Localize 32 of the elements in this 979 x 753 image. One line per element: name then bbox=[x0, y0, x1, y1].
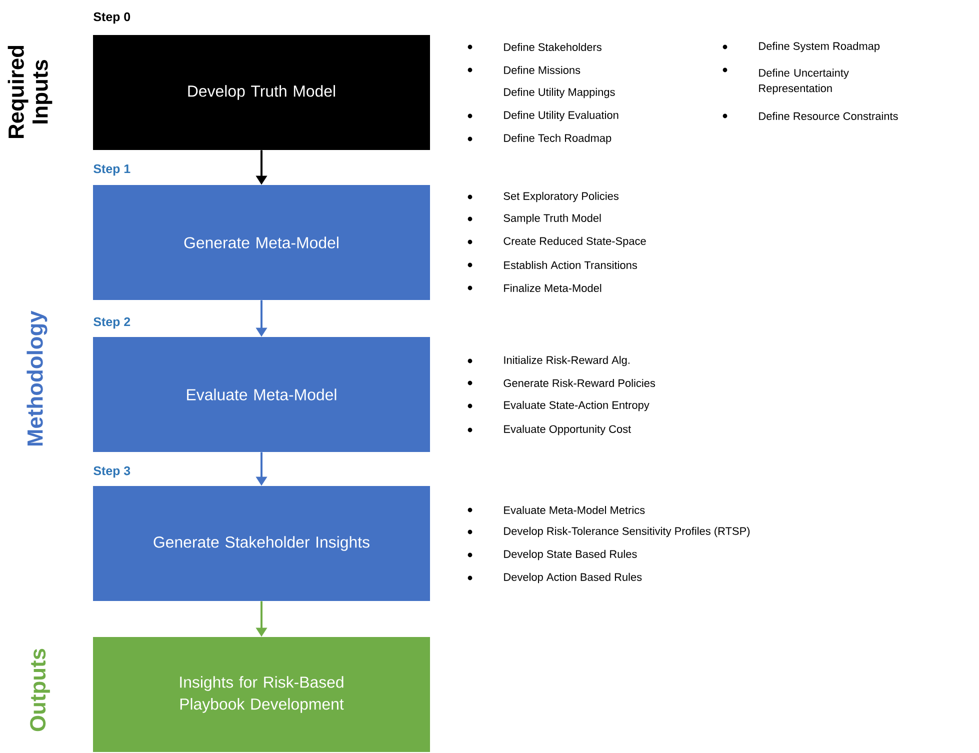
process-box: Develop Truth Model bbox=[93, 35, 430, 150]
process-box: Generate Meta-Model bbox=[93, 185, 430, 300]
list-item: Define Utility Mappings bbox=[504, 88, 615, 98]
bullet-item: Evaluate State-Action Entropy bbox=[468, 400, 650, 412]
bullet-item: Establish Action Transitions bbox=[468, 260, 637, 270]
bullet-item: Evaluate Meta-Model Metrics bbox=[468, 506, 645, 514]
bullet-item: Develop Action Based Rules bbox=[468, 572, 642, 584]
process-box: Evaluate Meta-Model bbox=[93, 337, 430, 452]
bullet-item: Sample Truth Model bbox=[468, 214, 601, 224]
process-box: Insights for Risk-Based Playbook Development bbox=[93, 637, 430, 752]
bullet-item: Finalize Meta-Model bbox=[468, 284, 602, 292]
step-label: Step 3 bbox=[94, 466, 130, 478]
bullet-item: Generate Risk-Reward Policies bbox=[468, 378, 656, 388]
step-label: Step 2 bbox=[94, 317, 130, 329]
bullet-item: Define Stakeholders bbox=[468, 42, 602, 52]
step-label: Step 1 bbox=[94, 164, 130, 176]
bullet-item: Define Missions bbox=[468, 66, 580, 74]
bullet-item: Define Resource Constraints bbox=[722, 112, 898, 120]
bullet-item: Set Exploratory Policies bbox=[468, 192, 618, 202]
section-label: Methodology bbox=[26, 310, 48, 446]
bullet-item: Define Tech Roadmap bbox=[468, 134, 612, 144]
bullet-item: Develop State Based Rules bbox=[468, 550, 637, 560]
section-label: Outputs bbox=[30, 648, 50, 732]
section-label: Required Inputs bbox=[8, 46, 52, 138]
bullet-item: Define System Roadmap bbox=[722, 42, 880, 52]
bullet-item: Define Uncertainty Representation bbox=[722, 68, 849, 94]
bullet-item: Initialize Risk-Reward Alg. bbox=[468, 356, 630, 366]
bullet-item: Evaluate Opportunity Cost bbox=[468, 424, 632, 436]
process-box: Generate Stakeholder Insights bbox=[93, 486, 430, 601]
bullet-item: Create Reduced State-Space bbox=[468, 236, 646, 248]
bullet-item: Define Utility Evaluation bbox=[468, 110, 618, 122]
bullet-item: Develop Risk-Tolerance Sensitivity Profiles (RTSP) bbox=[468, 526, 750, 538]
